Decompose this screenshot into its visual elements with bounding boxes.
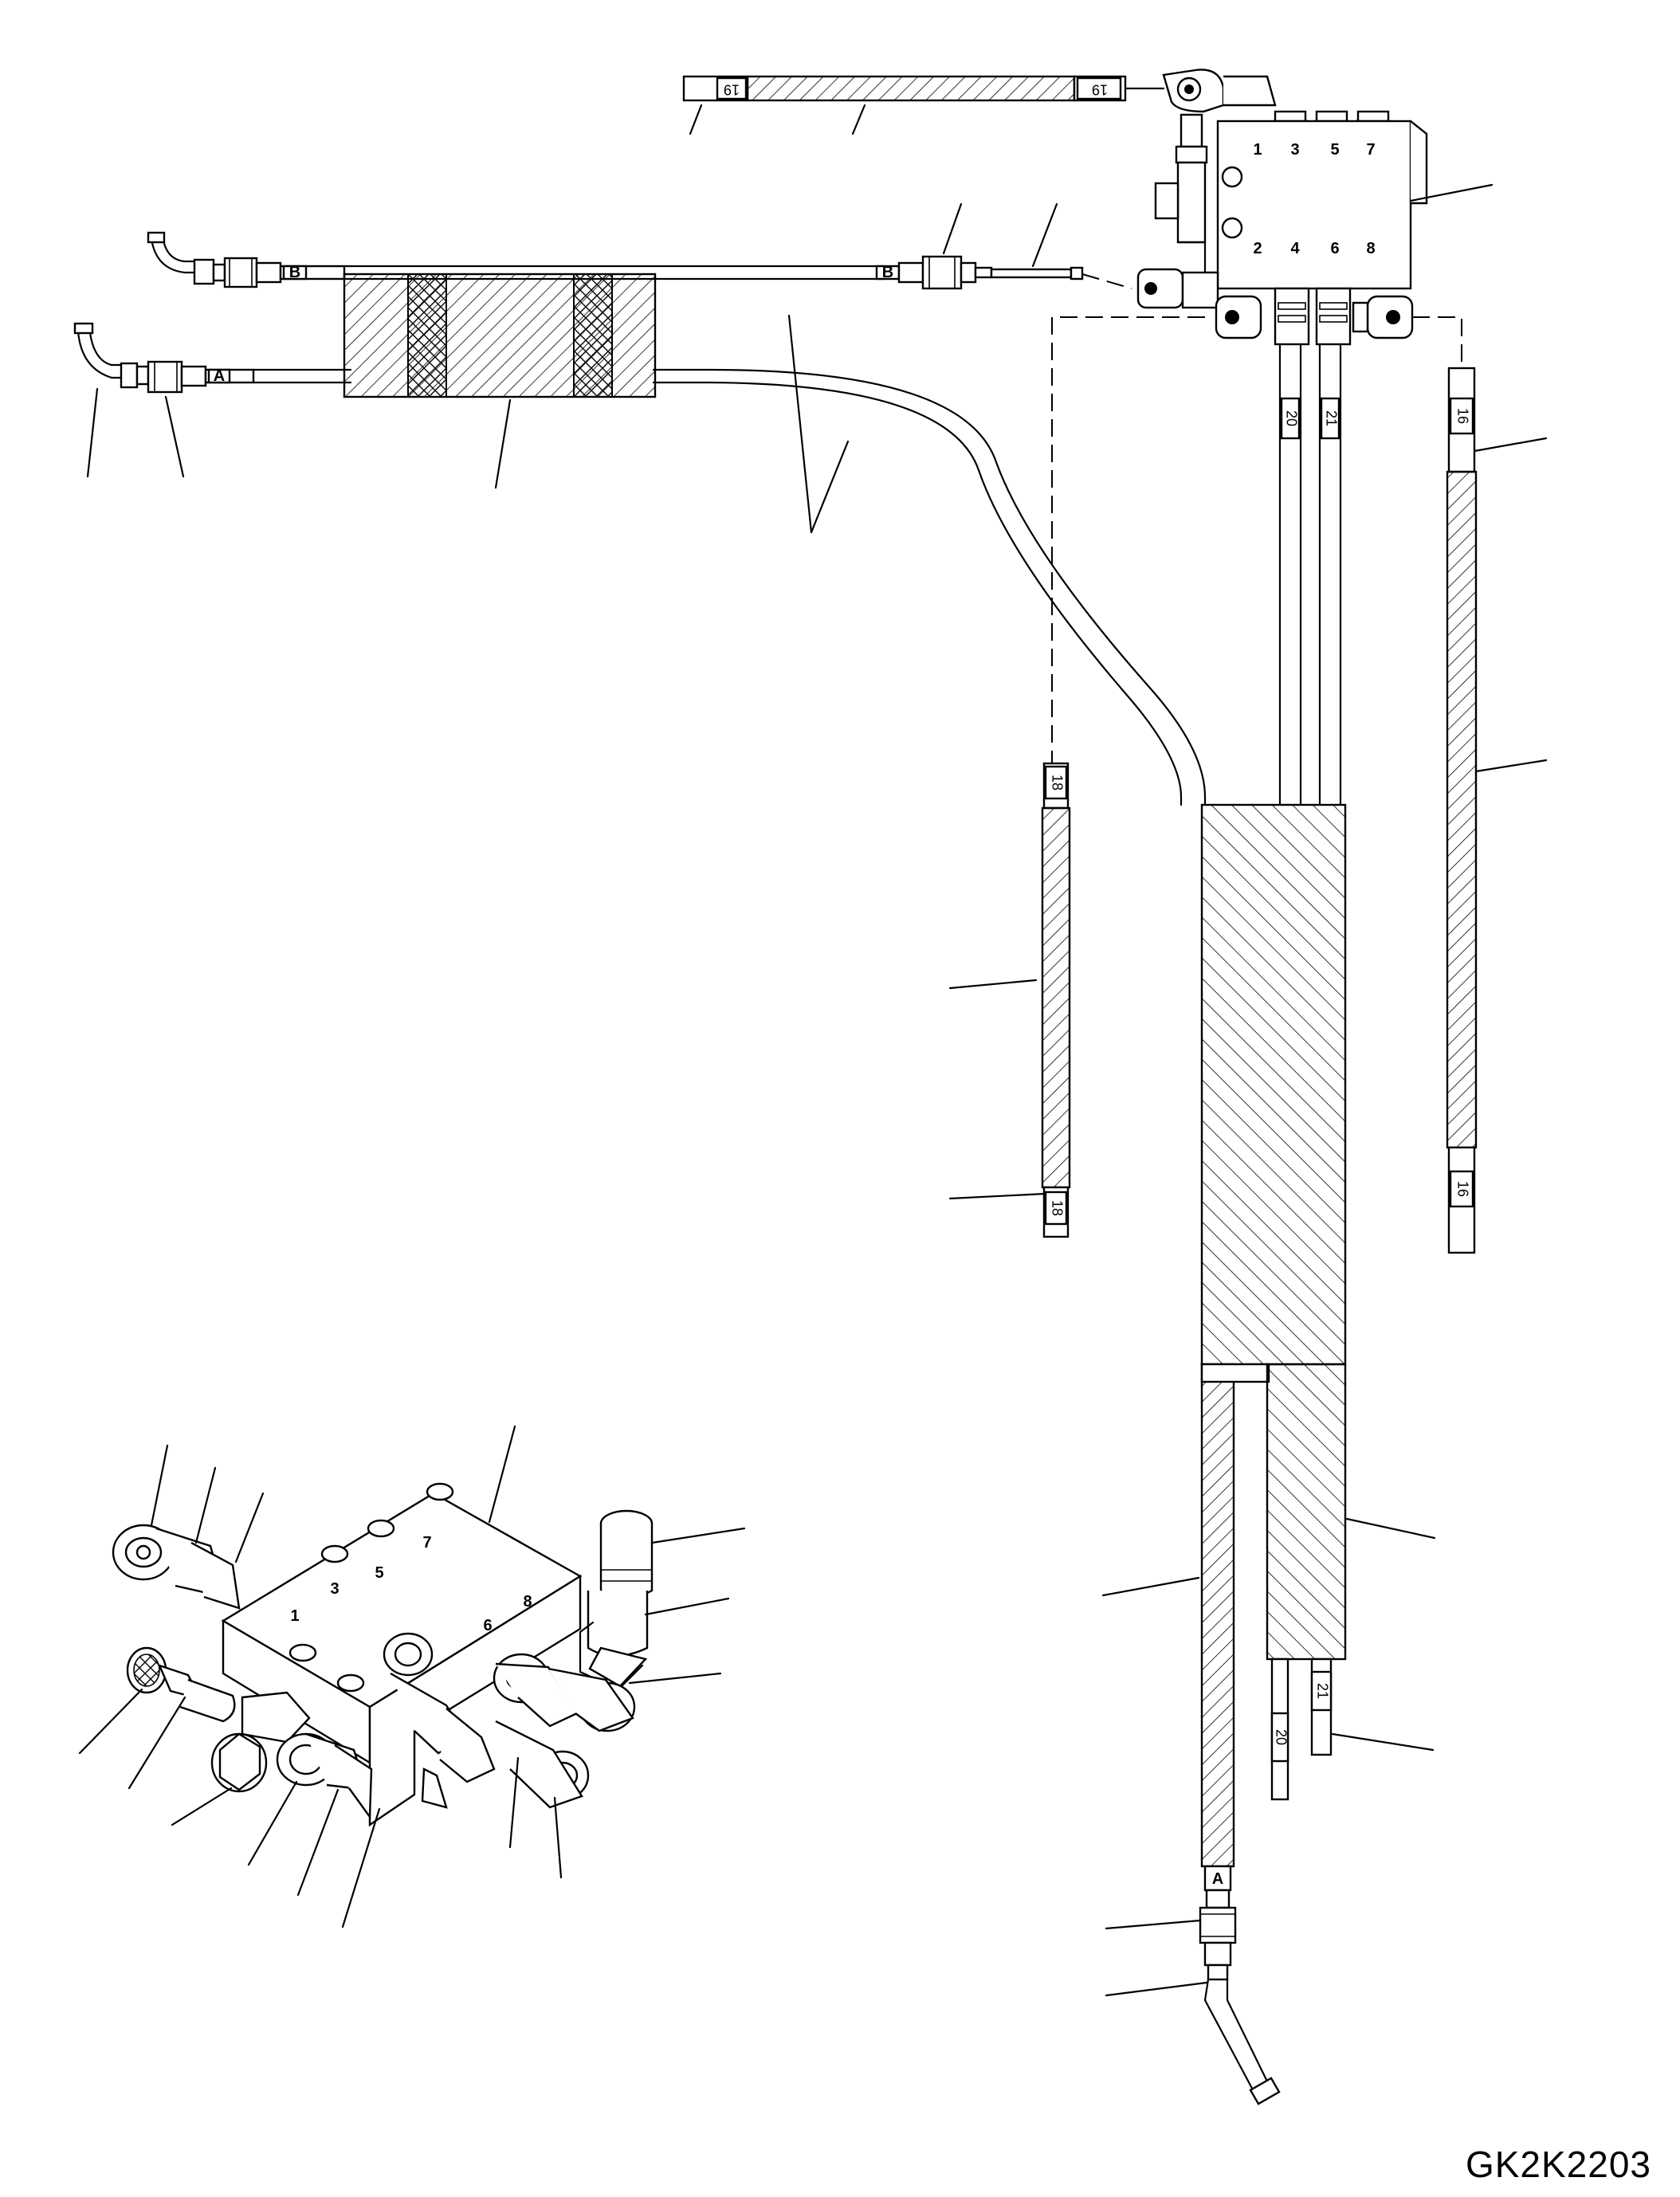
leader-line <box>1474 759 1548 773</box>
port-number-1: 1 <box>1253 141 1262 159</box>
port-number-3: 3 <box>1290 141 1299 159</box>
port-number-5: 5 <box>1330 141 1339 159</box>
leader-line <box>488 1425 516 1524</box>
leader-line <box>644 1597 730 1616</box>
leader-line <box>787 314 813 534</box>
leader-line <box>1101 1576 1200 1597</box>
leader-line <box>689 104 703 135</box>
hose-19-tag-left: 19 <box>724 81 740 97</box>
hose-20-21-lower-sleeve <box>1266 1363 1347 1661</box>
leader-line <box>1473 437 1548 453</box>
port-number-2: 2 <box>1253 240 1262 257</box>
hose-bundle: 20 21 20 21 A <box>1101 343 1436 2105</box>
leader-line <box>171 1787 233 1826</box>
hose-18-sleeve <box>1041 806 1071 1189</box>
hose-20-tag-bottom: 20 <box>1273 1729 1289 1745</box>
leader-line <box>553 1796 563 1879</box>
hose-19-sleeve <box>746 75 1076 102</box>
leader-line <box>1105 1919 1202 1930</box>
hose-19-assembly: 19 19 <box>682 69 1277 135</box>
hose-b-tag-right: B <box>882 264 893 281</box>
leader-line <box>650 1527 746 1544</box>
iso-port-7: 7 <box>422 1534 431 1552</box>
hose-a-lower-sleeve <box>1200 1363 1235 1868</box>
leader-line <box>78 1688 143 1755</box>
valve-block-body <box>1216 120 1412 290</box>
leader-line <box>234 1492 265 1563</box>
iso-port-8: 8 <box>523 1593 532 1610</box>
hose-a-assembly: A <box>73 322 1207 806</box>
port-number-6: 6 <box>1330 240 1339 257</box>
main-protective-sleeve <box>1200 803 1347 1366</box>
leader-line <box>1031 202 1058 268</box>
leader-line <box>164 395 185 478</box>
hose-19-tag-right: 19 <box>1092 81 1108 97</box>
leader-line <box>1345 1517 1436 1540</box>
leader-line <box>128 1696 186 1790</box>
leader-line <box>942 202 963 255</box>
connection-dashed-lines <box>1051 316 1462 765</box>
leader-line <box>628 1672 722 1685</box>
hose-b-assembly: B B <box>147 202 1132 290</box>
port-number-8: 8 <box>1366 240 1375 257</box>
iso-port-5: 5 <box>375 1564 383 1582</box>
hose-a-tag-bottom: A <box>1212 1870 1223 1888</box>
hose-21-tag-bottom: 21 <box>1314 1683 1330 1699</box>
leader-line <box>948 1192 1047 1200</box>
iso-port-1: 1 <box>290 1607 299 1625</box>
iso-port-3: 3 <box>330 1580 339 1598</box>
leader-line <box>247 1780 298 1866</box>
hose-18-tag-top: 18 <box>1049 775 1065 791</box>
hose-a-tag-top: A <box>214 367 225 385</box>
leader-line <box>494 398 512 489</box>
leader-line <box>851 104 866 135</box>
leader-line <box>150 1444 169 1527</box>
leader-line <box>948 979 1038 990</box>
hose-16-tag-top: 16 <box>1454 408 1470 424</box>
leader-line <box>1105 1981 1208 1997</box>
hose-21-tag-top: 21 <box>1323 410 1339 426</box>
hose-18-tag-bottom: 18 <box>1049 1200 1065 1216</box>
protective-sleeve-top <box>343 273 850 534</box>
leader-line <box>296 1788 340 1897</box>
leader-line <box>810 440 850 534</box>
port-number-4: 4 <box>1290 240 1300 257</box>
hose-18-assembly: 18 18 <box>948 762 1071 1238</box>
distribution-valve-block: 1 2 3 4 5 6 7 8 <box>1136 110 1494 346</box>
hose-20-tag-top: 20 <box>1283 410 1299 426</box>
hose-16-sleeve <box>1446 470 1478 1149</box>
hose-16-assembly: 16 16 <box>1446 367 1548 1254</box>
drawing-code: GK2K2203 <box>1465 2144 1651 2185</box>
leader-line <box>86 387 99 478</box>
leader-line <box>1331 1732 1435 1752</box>
hose-b-tag-left: B <box>289 264 300 281</box>
hose-16-tag-bottom: 16 <box>1454 1181 1470 1197</box>
leader-line <box>508 1756 520 1849</box>
leader-line <box>194 1466 217 1544</box>
port-number-7: 7 <box>1366 141 1375 159</box>
iso-port-6: 6 <box>483 1617 492 1634</box>
leader-line <box>1409 183 1494 202</box>
valve-block-isometric-view: 7 5 3 1 8 6 <box>78 1425 746 1928</box>
leader-line <box>341 1807 381 1928</box>
